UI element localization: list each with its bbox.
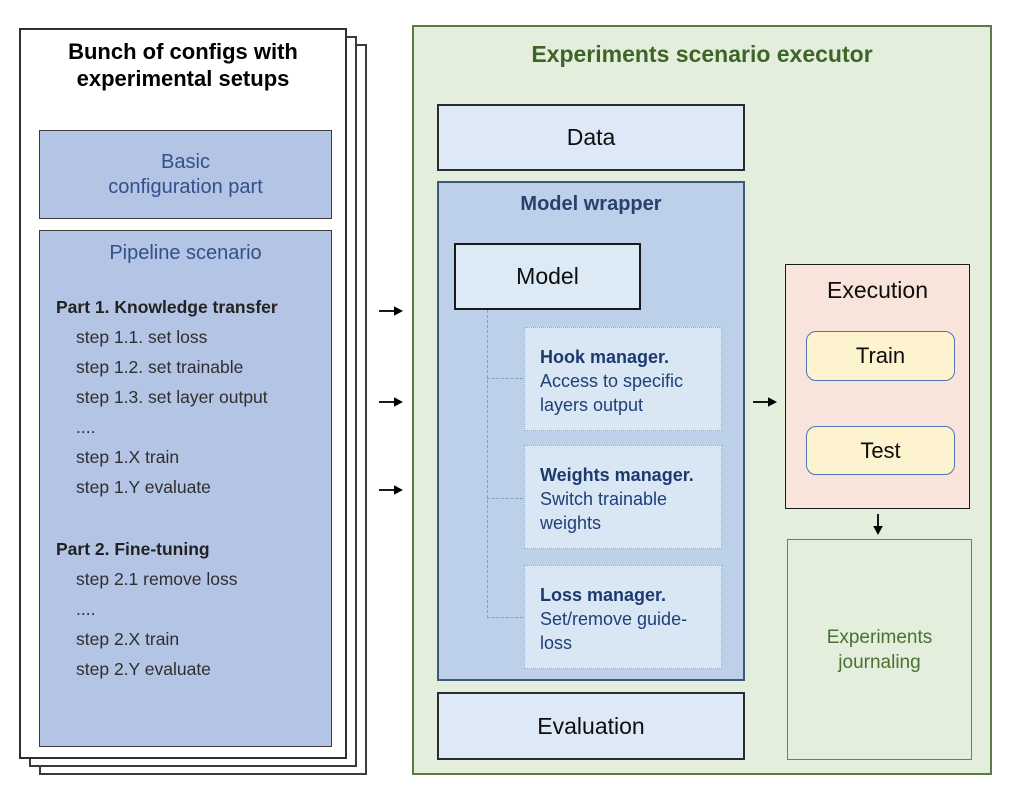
model-connector-line <box>487 498 523 499</box>
step-item: step 2.Y evaluate <box>76 659 211 679</box>
flow-arrow-icon <box>379 397 403 407</box>
step-item: step 1.1. set loss <box>76 327 208 347</box>
model-connector-line <box>487 617 523 618</box>
flow-arrow-icon <box>379 306 403 316</box>
model-connector-line <box>487 310 488 618</box>
model-label: Model <box>516 263 579 289</box>
config-card: Bunch of configs with experimental setup… <box>19 28 347 759</box>
model-wrapper: Model wrapper Model Hook manager. Access… <box>437 181 745 681</box>
model-box: Model <box>454 243 641 310</box>
model-wrapper-title: Model wrapper <box>520 193 662 215</box>
execution-box: Execution Train Test <box>785 264 970 509</box>
execution-to-journal-arrow-icon <box>873 514 883 535</box>
execution-title: Execution <box>826 277 928 303</box>
evaluation-label: Evaluation <box>537 712 645 739</box>
wrapper-to-execution-arrow-icon <box>753 397 777 407</box>
step-item: step 1.3. set layer output <box>76 387 268 407</box>
train-label: Train <box>855 343 906 368</box>
step-item: step 2.1 remove loss <box>76 569 238 589</box>
data-box: Data <box>437 104 745 171</box>
flow-arrow-icon <box>379 485 403 495</box>
executor-panel: Experiments scenario executor Data Model… <box>412 25 992 775</box>
data-label: Data <box>566 124 616 150</box>
hook-manager-title: Hook manager. <box>540 347 670 367</box>
loss-manager-desc: Set/remove guide-loss <box>540 609 688 653</box>
step-item: step 1.2. set trainable <box>76 357 244 377</box>
experiments-journaling-line2: journaling <box>838 651 921 673</box>
step-item: step 1.Y evaluate <box>76 477 211 497</box>
train-box: Train <box>806 331 955 381</box>
basic-configuration-label-line1: Basic <box>161 150 210 173</box>
weights-manager-box: Weights manager. Switch trainable weight… <box>524 445 722 549</box>
experiments-journaling-line1: Experiments <box>826 626 933 648</box>
weights-manager-desc: Switch trainable weights <box>540 489 668 533</box>
basic-configuration-box: Basic configuration part <box>39 130 332 219</box>
loss-manager-box: Loss manager. Set/remove guide-loss <box>524 565 722 669</box>
config-card-title-line2: experimental setups <box>76 66 290 91</box>
config-card-title-line1: Bunch of configs with <box>68 39 298 64</box>
step-item: step 2.X train <box>76 629 180 649</box>
part2-heading: Part 2. Fine-tuning <box>56 539 210 559</box>
step-item: step 1.X train <box>76 447 180 467</box>
hook-manager-desc: Access to specific layers output <box>540 371 684 415</box>
experiments-journaling-box: Experiments journaling <box>787 539 972 760</box>
pipeline-scenario-title: Pipeline scenario <box>109 242 262 264</box>
test-box: Test <box>806 426 955 475</box>
evaluation-box: Evaluation <box>437 692 745 760</box>
pipeline-scenario-body: Part 1. Knowledge transfer step 1.1. set… <box>40 292 331 684</box>
loss-manager-title: Loss manager. <box>540 585 667 605</box>
hook-manager-box: Hook manager. Access to specific layers … <box>524 327 722 431</box>
executor-title: Experiments scenario executor <box>531 41 873 67</box>
basic-configuration-label-line2: configuration part <box>108 175 263 198</box>
step-item: .... <box>76 599 96 619</box>
part1-heading: Part 1. Knowledge transfer <box>56 297 278 317</box>
weights-manager-title: Weights manager. <box>540 465 694 485</box>
model-connector-line <box>487 378 523 379</box>
step-item: .... <box>76 417 96 437</box>
test-label: Test <box>860 437 901 463</box>
config-card-title: Bunch of configs with experimental setup… <box>21 38 345 92</box>
pipeline-scenario-box: Pipeline scenario Part 1. Knowledge tran… <box>39 230 332 747</box>
